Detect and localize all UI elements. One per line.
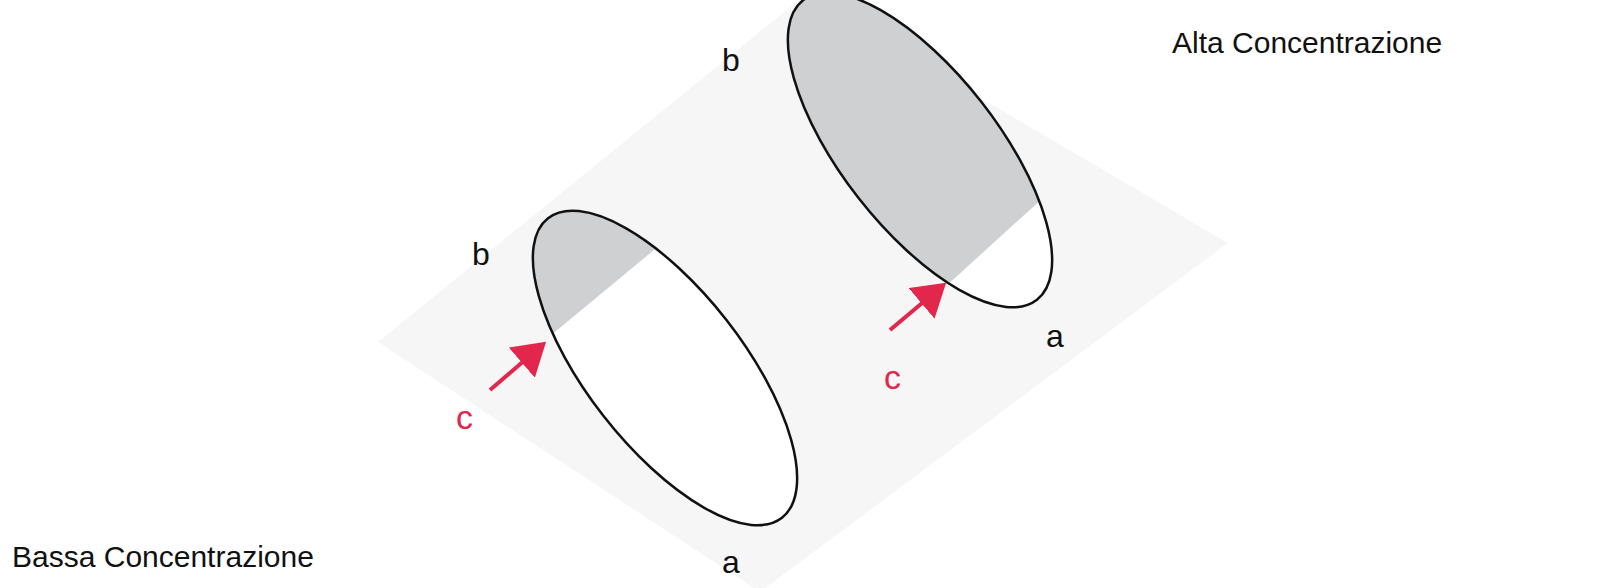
pointer-label: c — [456, 398, 473, 437]
low-concentration-disc — [450, 0, 900, 566]
region-label: Bassa Concentrazione — [12, 540, 314, 575]
pointer-label: c — [884, 358, 901, 397]
end-label: b — [722, 42, 740, 79]
pointer-arrow — [890, 288, 940, 330]
pointer-arrow — [490, 347, 540, 390]
end-label: a — [722, 544, 740, 581]
end-label: a — [1046, 318, 1064, 355]
region-label: Alta Concentrazione — [1172, 26, 1442, 61]
end-label: b — [472, 236, 490, 273]
